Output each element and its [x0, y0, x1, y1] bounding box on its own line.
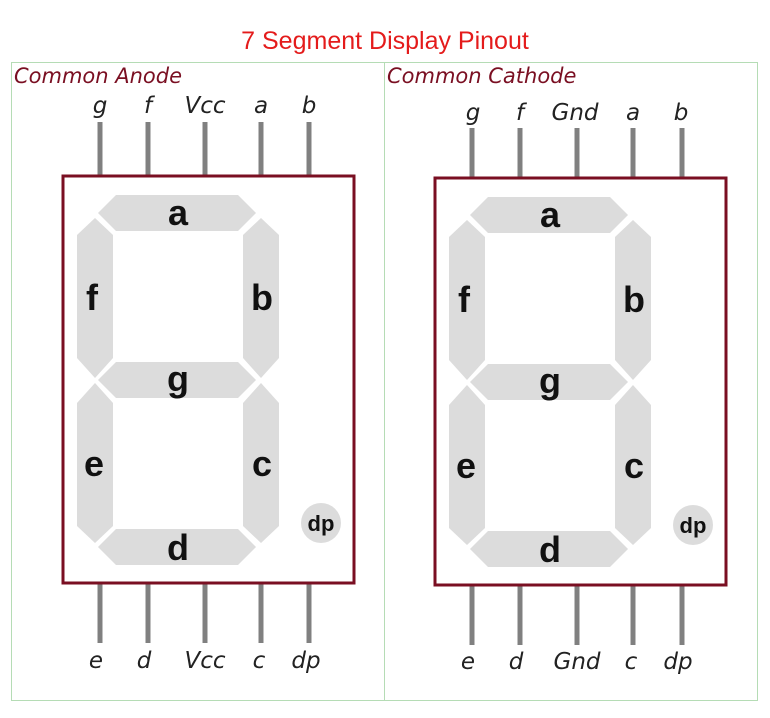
bottom-pin-label: dp	[291, 648, 320, 674]
top-pin-label: g	[466, 100, 481, 126]
seven-segment-diagram: a f b g e c d dp g f Vcc a b e d Vcc c d…	[61, 93, 356, 674]
top-pin-label: f	[516, 100, 527, 126]
segment-e-label: e	[84, 443, 104, 484]
segment-b-label: b	[623, 279, 645, 320]
segment-d-label: d	[167, 527, 189, 568]
segment-e	[449, 385, 485, 545]
segment-d	[470, 531, 628, 567]
top-pin-label: f	[144, 93, 155, 119]
bottom-pin-label: c	[625, 649, 638, 675]
segment-d-label: d	[539, 529, 561, 570]
segment-f-label: f	[86, 277, 99, 318]
common-anode-panel: Common Anode a f b g e c d dp g	[11, 62, 385, 701]
segment-b-label: b	[251, 277, 273, 318]
segment-f	[449, 220, 485, 380]
segment-a-label: a	[168, 192, 189, 233]
segment-a	[470, 197, 628, 233]
segment-c-label: c	[252, 443, 272, 484]
segment-f-label: f	[458, 279, 471, 320]
common-cathode-panel: Common Cathode a f b g e c d dp g	[384, 62, 758, 701]
bottom-pin-label: c	[253, 648, 266, 674]
segment-c	[615, 385, 651, 545]
panel-heading: Common Anode	[14, 64, 183, 88]
segment-dp	[673, 505, 713, 545]
top-pin-label: Vcc	[184, 93, 225, 119]
segment-c	[243, 383, 279, 543]
segment-g-label: g	[167, 358, 189, 399]
segment-g	[98, 362, 256, 398]
segment-g-label: g	[539, 360, 561, 401]
segment-e-label: e	[456, 445, 476, 486]
segment-b	[615, 220, 651, 380]
page-title: 7 Segment Display Pinout	[241, 27, 529, 55]
segment-g	[470, 364, 628, 400]
top-pin-label: b	[674, 100, 689, 126]
segment-a-label: a	[540, 194, 561, 235]
bottom-pin-label: d	[509, 649, 524, 675]
top-pin-label: a	[254, 93, 268, 119]
top-pin-label: g	[93, 93, 108, 119]
segment-f	[77, 218, 113, 378]
bottom-pin-label: e	[461, 649, 475, 675]
segment-dp-label: dp	[680, 513, 707, 538]
bottom-pin-label: d	[137, 648, 152, 674]
panel-heading: Common Cathode	[387, 64, 577, 88]
segment-a	[98, 195, 256, 231]
top-pin-label: b	[302, 93, 317, 119]
top-pin-label: a	[626, 100, 640, 126]
bottom-pin-label: dp	[663, 649, 692, 675]
segment-d	[98, 529, 256, 565]
segment-e	[77, 383, 113, 543]
segment-dp-label: dp	[308, 511, 335, 536]
bottom-pin-label: e	[89, 648, 103, 674]
segment-c-label: c	[624, 445, 644, 486]
seven-segment-diagram: a f b g e c d dp g f Gnd a b e d Gnd c d…	[433, 100, 728, 675]
segment-b	[243, 218, 279, 378]
segment-dp	[301, 503, 341, 543]
bottom-pin-label: Gnd	[554, 649, 601, 675]
bottom-pin-label: Vcc	[184, 648, 225, 674]
top-pin-label: Gnd	[552, 100, 599, 126]
